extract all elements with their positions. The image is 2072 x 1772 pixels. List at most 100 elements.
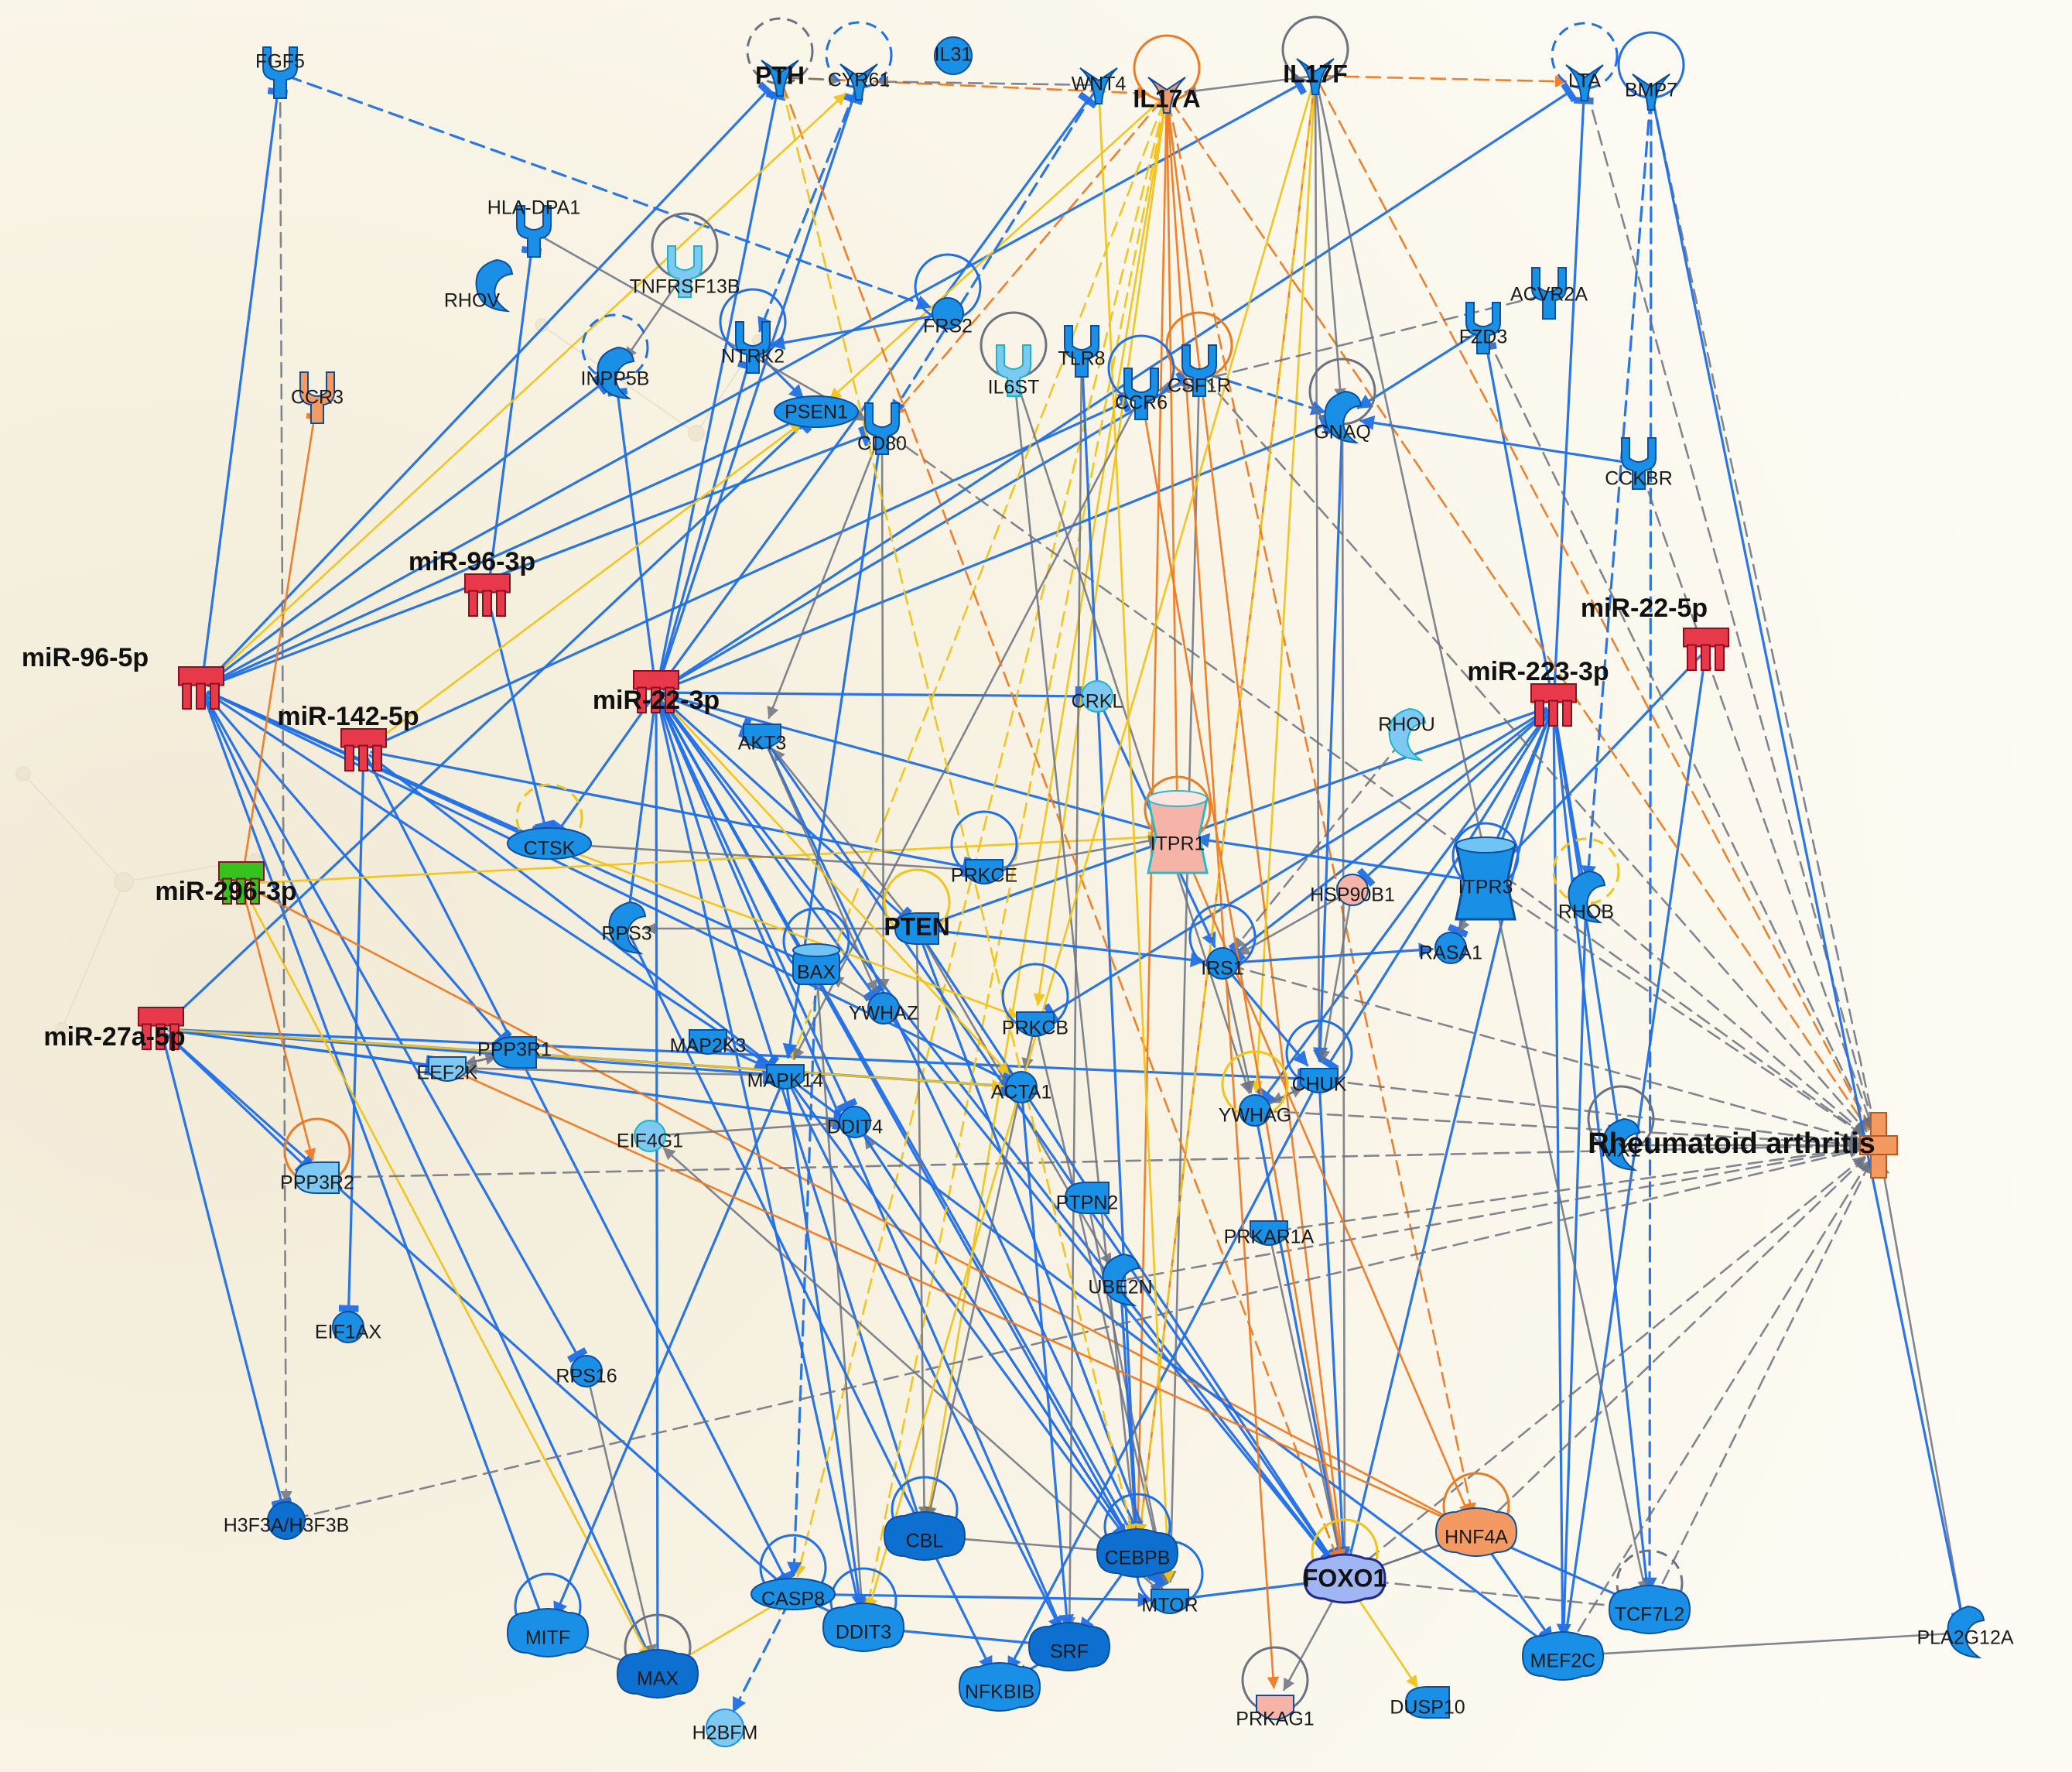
node-il17f[interactable]: IL17F (1283, 58, 1348, 95)
node-inpp5b[interactable]: INPP5B (581, 346, 650, 400)
node-cebpb[interactable]: CEBPB (1096, 1528, 1179, 1578)
node-lta[interactable]: LTA (1565, 64, 1604, 101)
node-pla2g12a[interactable]: PLA2G12A (1916, 1605, 2014, 1659)
node-max[interactable]: MAX (616, 1649, 699, 1698)
node-eef2k[interactable]: EEF2K (416, 1056, 478, 1084)
node-mapk14[interactable]: MAPK14 (747, 1064, 824, 1092)
node-ywhaz[interactable]: YWHAZ (849, 992, 918, 1025)
node-fzd3[interactable]: FZD3 (1459, 302, 1508, 354)
node-mir-296-3p[interactable]: miR-296-3p (155, 861, 297, 906)
node-eif1ax[interactable]: EIF1AX (315, 1311, 381, 1343)
node-nfkbib[interactable]: NFKBIB (958, 1662, 1041, 1712)
node-prkcb[interactable]: PRKCB (1002, 1011, 1068, 1039)
node-mitf[interactable]: MITF (506, 1608, 590, 1657)
node-mir-96-5p[interactable]: miR-96-5p (22, 643, 224, 710)
node-tlr8[interactable]: TLR8 (1058, 325, 1106, 378)
node-eif4g1[interactable]: EIF4G1 (617, 1120, 683, 1152)
ellipse-glyph (751, 1578, 836, 1610)
node-chuk[interactable]: CHUK (1292, 1068, 1347, 1096)
node-crkl[interactable]: CRKL (1072, 680, 1123, 713)
node-ube2n[interactable]: UBE2N (1088, 1253, 1153, 1307)
node-mef2c[interactable]: MEF2C (1521, 1631, 1605, 1681)
node-cd80[interactable]: CD80 (857, 402, 907, 455)
node-rheumatoid-arthritis[interactable]: Rheumatoid arthritis (1588, 1112, 1898, 1178)
other-glyph (1336, 874, 1369, 906)
node-acvr2a[interactable]: ACVR2A (1510, 267, 1588, 320)
node-ctsk[interactable]: CTSK (507, 827, 592, 860)
node-mtor[interactable]: MTOR (1141, 1589, 1198, 1616)
node-il17a[interactable]: IL17A (1133, 77, 1201, 114)
node-ccr3[interactable]: CCR3 (291, 371, 344, 424)
node-gnaq[interactable]: GNAQ (1314, 390, 1371, 444)
node-mir-223-3p[interactable]: miR-223-3p (1467, 657, 1609, 727)
node-prkce[interactable]: PRKCE (951, 859, 1017, 887)
node-mir-96-3p[interactable]: miR-96-3p (409, 547, 535, 617)
node-pten[interactable]: PTEN (884, 912, 950, 945)
node-label: miR-296-3p (155, 877, 296, 906)
node-ddit3[interactable]: DDIT3 (822, 1603, 905, 1652)
node-ntrk2[interactable]: NTRK2 (721, 321, 785, 374)
edge-ywhaz-to-bax (831, 976, 878, 1006)
node-itpr3[interactable]: ITPR3 (1455, 836, 1516, 921)
node-frs2[interactable]: FRS2 (923, 297, 973, 337)
node-cckbr[interactable]: CCKBR (1605, 437, 1673, 490)
node-ppp3r2[interactable]: PPP3R2 (280, 1161, 354, 1194)
node-itpr1[interactable]: ITPR1 (1147, 790, 1209, 874)
node-csf1r[interactable]: CSF1R (1168, 344, 1231, 397)
node-rhov[interactable]: RHOV (444, 258, 514, 313)
node-hsp90b1[interactable]: HSP90B1 (1310, 874, 1395, 906)
node-ccr6[interactable]: CCR6 (1115, 368, 1168, 420)
enzyme-glyph (1324, 390, 1363, 444)
node-rhob[interactable]: RHOB (1558, 870, 1614, 924)
node-cbl[interactable]: CBL (883, 1511, 966, 1561)
node-psen1[interactable]: PSEN1 (774, 395, 859, 428)
node-prkag1[interactable]: PRKAG1 (1236, 1695, 1315, 1730)
node-label: CCKBR (1605, 468, 1673, 490)
node-casp8[interactable]: CASP8 (751, 1578, 836, 1610)
node-rhou[interactable]: RHOU (1378, 707, 1435, 761)
node-h3f3a-h3f3b[interactable]: H3F3A/H3F3B (224, 1501, 350, 1540)
node-bmp7[interactable]: BMP7 (1625, 74, 1677, 111)
node-rps3[interactable]: RPS3 (601, 901, 652, 955)
node-il6st[interactable]: IL6ST (988, 344, 1040, 399)
node-ppp3r1[interactable]: PPP3R1 (477, 1036, 552, 1069)
node-ywhag[interactable]: YWHAG (1219, 1094, 1291, 1127)
node-rps16[interactable]: RPS16 (556, 1355, 617, 1387)
receptor-glyph (1123, 368, 1159, 420)
node-mx1[interactable]: MX1 (1601, 1117, 1641, 1172)
node-wnt4[interactable]: WNT4 (1072, 67, 1127, 104)
node-pth[interactable]: PTH (755, 60, 805, 97)
node-irs1[interactable]: IRS1 (1201, 947, 1244, 980)
node-hla-dpa1[interactable]: HLA-DPA1 (487, 197, 580, 258)
node-mir-142-5p[interactable]: miR-142-5p (277, 702, 419, 772)
node-tcf7l2[interactable]: TCF7L2 (1608, 1585, 1691, 1634)
edge-mir-96-5p-to-fgf5 (200, 87, 289, 682)
node-hnf4a[interactable]: HNF4A (1434, 1507, 1518, 1557)
node-label: MAX (637, 1668, 679, 1690)
node-h2bfm[interactable]: H2BFM (692, 1709, 758, 1747)
node-mir-22-3p[interactable]: miR-22-3p (593, 670, 720, 715)
node-acta1[interactable]: ACTA1 (991, 1071, 1052, 1103)
node-cyr61[interactable]: CYR61 (828, 63, 891, 101)
node-ddit4[interactable]: DDIT4 (827, 1106, 883, 1138)
node-fgf5[interactable]: FGF5 (255, 46, 305, 99)
node-label: ACTA1 (991, 1082, 1052, 1103)
mirna-glyph-head (178, 666, 224, 686)
node-tnfrsf13b[interactable]: TNFRSF13B (629, 245, 740, 298)
node-il31[interactable]: IL31 (934, 36, 973, 75)
node-rasa1[interactable]: RASA1 (1419, 932, 1482, 964)
node-prkar1a[interactable]: PRKAR1A (1224, 1220, 1315, 1248)
node-bax[interactable]: BAX (792, 943, 840, 985)
node-ptpn2[interactable]: PTPN2 (1056, 1182, 1119, 1214)
node-mir-22-5p[interactable]: miR-22-5p (1581, 594, 1729, 672)
node-dusp10[interactable]: DUSP10 (1390, 1686, 1465, 1719)
node-mir-27a-5p[interactable]: miR-27a-5p (43, 1007, 186, 1052)
edge-mir-142-5p-to-prkce (370, 751, 972, 877)
node-akt3[interactable]: AKT3 (738, 724, 787, 754)
edge-il17a-to-prkcb (1033, 101, 1167, 1006)
node-map2k3[interactable]: MAP2K3 (670, 1029, 747, 1057)
node-srf[interactable]: SRF (1027, 1622, 1111, 1671)
edge-mir-296-3p-to-ppp3r2 (242, 890, 316, 1161)
node-foxo1[interactable]: FOXO1 (1303, 1553, 1386, 1604)
